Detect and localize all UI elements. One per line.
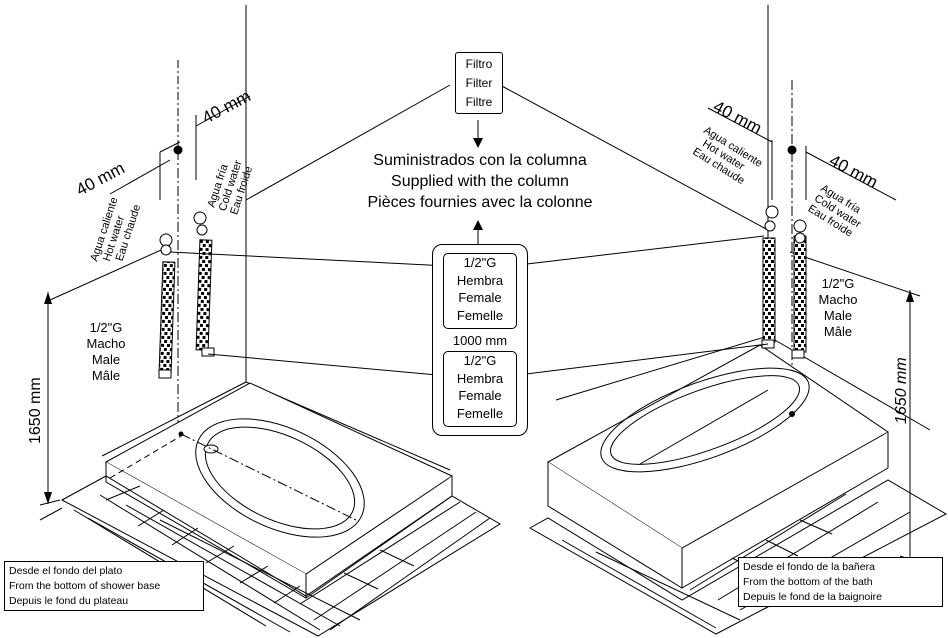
left-note-box: Desde el fondo del plato From the bottom… (4, 561, 204, 611)
hose-bottom-line-4: Femelle (456, 405, 504, 421)
supplied-line-fr: Pièces fournies avec la colonne (367, 194, 593, 211)
right-note-fr: Depuis le fond de la baignoire (743, 591, 882, 603)
right-male-fitting-label: 1/2"G Macho Male Mâle (812, 276, 864, 340)
hose-top-line-2: Hembra (456, 272, 504, 288)
left-dim-arrow (44, 492, 52, 504)
left-height-label: 1650 mm (27, 377, 44, 444)
right-note-en: From the bottom of the bath (743, 576, 873, 588)
left-male-line-1: 1/2"G (89, 320, 123, 335)
hose-bottom-label: 1/2"G Hembra Female Femelle (443, 351, 517, 427)
supplied-line-en: Supplied with the column (391, 173, 569, 190)
hose-bottom-line-2: Hembra (456, 370, 504, 386)
right-male-line-3: Male (823, 308, 853, 323)
hose-top-line-1: 1/2"G (463, 255, 497, 270)
filter-line-fr: Filtre (465, 95, 493, 109)
right-height-label: 1650 mm (893, 357, 910, 424)
hose-top-line-4: Femelle (456, 307, 504, 323)
filter-label: Filtro Filter Filtre (455, 52, 503, 114)
left-male-line-4: Mâle (91, 368, 121, 383)
filter-line-en: Filter (465, 76, 493, 90)
hoses-group: 1/2"G Hembra Female Femelle 1000 mm 1/2"… (432, 244, 528, 436)
filter-arrow (473, 138, 483, 148)
left-cold-water-label: Agua fría Cold water Eau froide (205, 159, 255, 217)
hose-top-label: 1/2"G Hembra Female Femelle (443, 253, 517, 329)
hose-bottom-line-1: 1/2"G (463, 353, 497, 368)
right-male-line-1: 1/2"G (821, 276, 855, 291)
left-note-fr: Depuis le fond du plateau (9, 595, 129, 607)
hose-bottom-line-3: Female (458, 388, 502, 403)
right-male-line-2: Macho (818, 292, 858, 307)
supplied-with-column-label: Suministrados con la columna Supplied wi… (330, 150, 630, 213)
left-male-line-2: Macho (86, 336, 126, 351)
callout-lines (169, 120, 769, 377)
right-dim-arrow (906, 290, 914, 302)
right-note-es: Desde el fondo de la bañera (743, 561, 875, 573)
left-dimensions (39, 95, 251, 521)
supplied-line-es: Suministrados con la columna (373, 152, 587, 169)
right-note-box: Desde el fondo de la bañera From the bot… (738, 557, 943, 607)
left-reference-dot (173, 145, 183, 155)
hose-length-label: 1000 mm (452, 333, 508, 348)
right-hoses (761, 205, 807, 359)
left-hoses (158, 211, 215, 379)
shower-base (104, 382, 454, 599)
right-reference-dot (787, 145, 797, 155)
bathtub (547, 344, 889, 589)
supplied-arrow (473, 220, 483, 230)
left-note-es: Desde el fondo del plato (9, 565, 123, 577)
filter-line-es: Filtro (465, 57, 493, 71)
left-dim-arrow (44, 292, 52, 304)
right-walls (499, 5, 931, 431)
left-dim-40-left: 40 mm (73, 158, 128, 199)
left-hot-water-label: Agua caliente Hot water Eau chaude (88, 196, 143, 263)
left-male-fitting-label: 1/2"G Macho Male Mâle (80, 320, 132, 384)
left-note-en: From the bottom of shower base (9, 580, 161, 592)
right-dim-40-right: 40 mm (826, 151, 881, 192)
hose-top-line-3: Female (458, 290, 502, 305)
right-cold-water-label: Agua fría Cold water Eau froide (806, 182, 864, 239)
left-male-line-3: Male (91, 352, 121, 367)
right-male-line-4: Mâle (823, 324, 853, 339)
